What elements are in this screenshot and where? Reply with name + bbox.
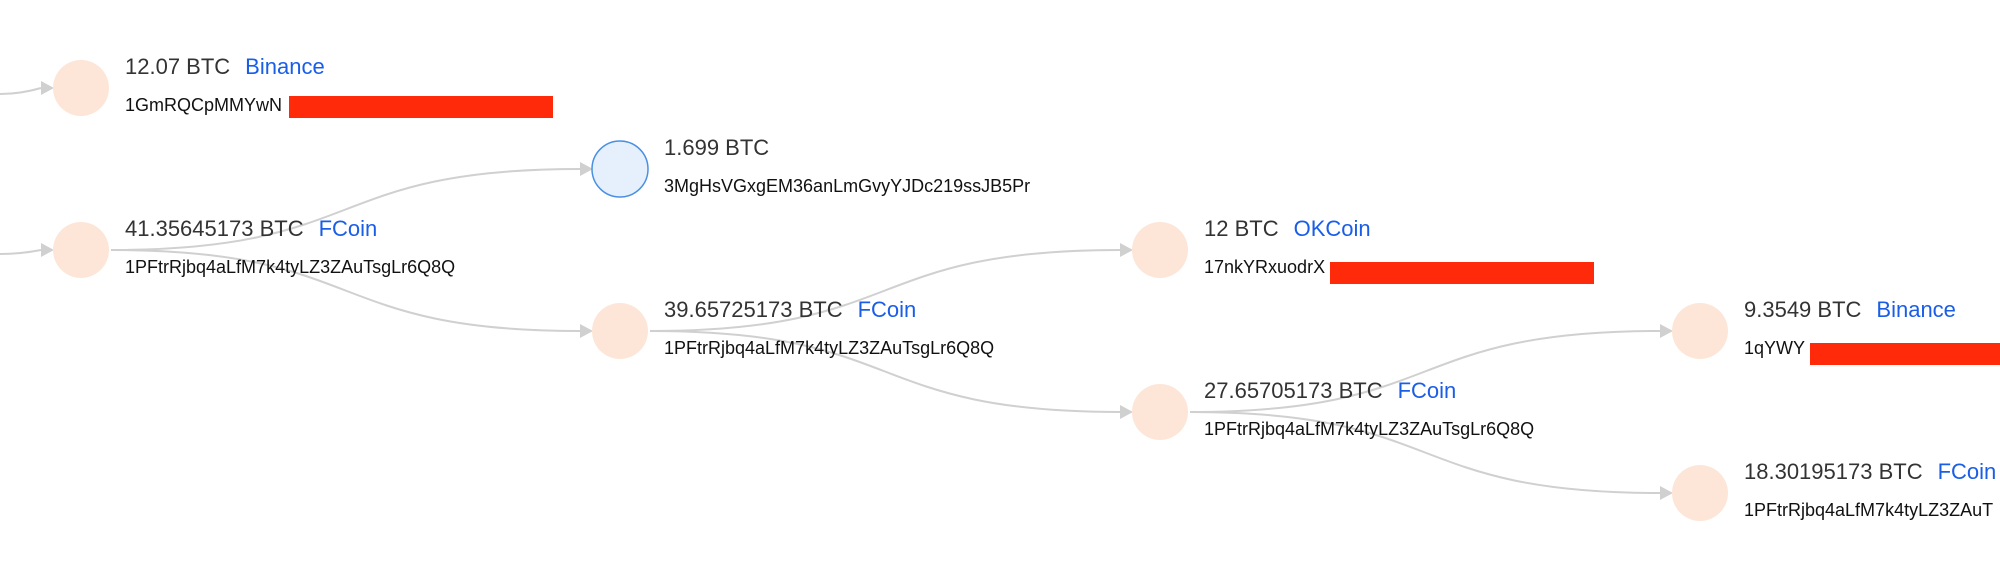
address-node[interactable]: 12.07 BTC Binance 1GmRQCpMMYwN [53, 54, 553, 118]
edges-layer [0, 81, 1673, 500]
address-node[interactable]: 18.30195173 BTC FCoin 1PFtrRjbq4aLfM7k4tyL… [1672, 459, 1996, 521]
edge-arrowhead [1660, 324, 1673, 338]
edge-arrowhead [41, 243, 54, 257]
node-address[interactable]: 1PFtrRjbq4aLfM7k4tyLZ3ZAuTsgLr6Q8Q [1204, 419, 1534, 439]
node-circle[interactable] [1132, 222, 1188, 278]
node-amount: 9.3549 BTC [1744, 297, 1862, 322]
edge-n7-to-n6 [1189, 330, 1661, 413]
nodes-layer: 12.07 BTC Binance 1GmRQCpMMYwN 1.699 BTC 3Mg… [53, 54, 2000, 521]
address-node[interactable]: 27.65705173 BTC FCoin 1PFtrRjbq4aLfM7k4tyL… [1132, 378, 1534, 440]
node-address[interactable]: 1GmRQCpMMYwN [125, 95, 282, 115]
node-circle[interactable] [592, 303, 648, 359]
node-exchange-label[interactable]: FCoin [858, 297, 917, 322]
edge-n7-to-n8 [1189, 411, 1661, 494]
node-exchange-label[interactable]: Binance [1876, 297, 1956, 322]
node-exchange-label[interactable]: Binance [245, 54, 325, 79]
redaction-bar [1330, 262, 1594, 284]
edge-n5-to-n4 [649, 249, 1121, 332]
edge-arrowhead [41, 81, 54, 95]
node-amount: 1.699 BTC [664, 135, 769, 160]
selected-node-circle[interactable] [591, 140, 649, 198]
redaction-bar [1810, 343, 2000, 365]
node-amount: 27.65705173 BTC [1204, 378, 1383, 403]
node-address[interactable]: 1qYWY [1744, 338, 1805, 358]
node-circle[interactable] [1672, 465, 1728, 521]
node-address[interactable]: 1PFtrRjbq4aLfM7k4tyLZ3ZAuTsgLr6Q8Q [664, 338, 994, 358]
edge-n5-to-n7 [649, 330, 1121, 413]
node-exchange-label[interactable]: FCoin [1398, 378, 1457, 403]
node-address[interactable]: 1PFtrRjbq4aLfM7k4tyLZ3ZAuTsgLr6Q8Q [125, 257, 455, 277]
node-circle[interactable] [53, 222, 109, 278]
edge-arrowhead [1120, 243, 1133, 257]
address-node[interactable]: 1.699 BTC 3MgHsVGxgEM36anLmGvyYJDc219ssJB… [591, 135, 1030, 198]
edge-n3-to-n5 [110, 249, 581, 332]
node-circle[interactable] [1132, 384, 1188, 440]
edge-n3-to-n2 [110, 168, 581, 251]
node-exchange-label[interactable]: FCoin [1938, 459, 1997, 484]
node-amount: 39.65725173 BTC [664, 297, 843, 322]
node-amount: 12 BTC [1204, 216, 1279, 241]
node-exchange-label[interactable]: OKCoin [1294, 216, 1371, 241]
node-circle[interactable] [1672, 303, 1728, 359]
node-address[interactable]: 1PFtrRjbq4aLfM7k4tyLZ3ZAuT [1744, 500, 1993, 520]
redaction-bar [289, 96, 553, 118]
edge-arrowhead [1660, 486, 1673, 500]
edge-arrowhead [580, 162, 593, 176]
node-address[interactable]: 3MgHsVGxgEM36anLmGvyYJDc219ssJB5Pr [664, 176, 1030, 196]
node-amount: 18.30195173 BTC [1744, 459, 1923, 484]
node-address[interactable]: 17nkYRxuodrX [1204, 257, 1325, 277]
node-exchange-label[interactable]: FCoin [319, 216, 378, 241]
address-node[interactable]: 9.3549 BTC Binance 1qYWY [1672, 297, 2000, 365]
edge-arrowhead [1120, 405, 1133, 419]
address-node[interactable]: 12 BTC OKCoin 17nkYRxuodrX [1132, 216, 1594, 284]
edge-left-edge-1-to-n1 [0, 87, 42, 95]
edge-arrowhead [580, 324, 593, 338]
address-node[interactable]: 41.35645173 BTC FCoin 1PFtrRjbq4aLfM7k4tyL… [53, 216, 455, 278]
address-node[interactable]: 39.65725173 BTC FCoin 1PFtrRjbq4aLfM7k4tyL… [592, 297, 994, 359]
node-circle[interactable] [53, 60, 109, 116]
node-amount: 41.35645173 BTC [125, 216, 304, 241]
edge-left-edge-3-to-n3 [0, 249, 42, 255]
node-amount: 12.07 BTC [125, 54, 230, 79]
